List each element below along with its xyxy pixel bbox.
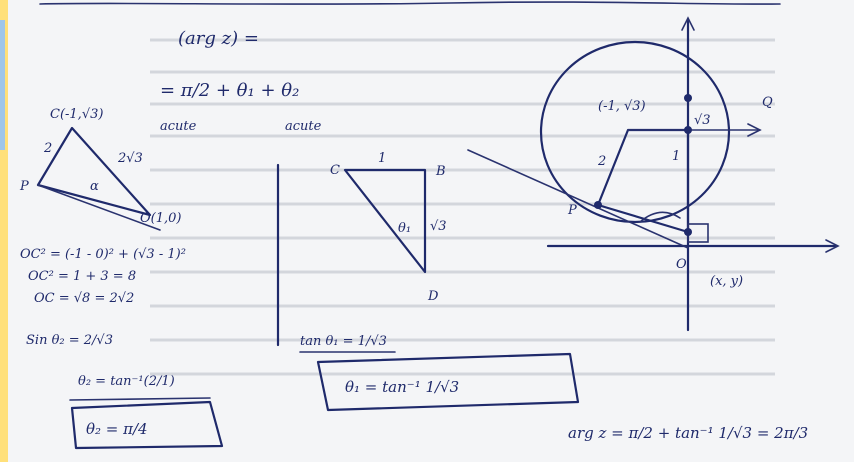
angle-arc [639,211,681,223]
left-point-p: P [19,179,29,194]
right-two: 2 [597,154,606,169]
right-triangle-shape [596,128,690,234]
left-underline [69,397,211,401]
right-o: O [676,257,687,272]
left-final-box [70,400,224,450]
right-p: P [567,203,577,218]
middle-c: C [330,163,340,178]
margin-strip-yellow [0,0,8,462]
middle-r3: √3 [430,219,447,234]
middle-tan: tan θ₁ = 1/√3 [300,334,387,349]
left-eq-5: θ₂ = tan⁻¹(2/1) [78,374,175,389]
x-axis-arrow [825,239,840,253]
margin-strip-blue [0,20,5,150]
left-side-2: 2 [43,141,52,156]
middle-d: D [427,289,439,304]
top-scribble [39,1,781,5]
left-angle-alpha: α [90,179,99,194]
locus-circle [539,40,731,224]
tangent-line [467,149,689,249]
point-dot-2 [684,126,692,134]
left-line-2: acute [160,119,197,134]
left-line-2b: acute [285,119,322,134]
middle-one: 1 [378,151,386,166]
right-r3: √3 [694,113,711,128]
ruled-lines [150,38,775,376]
left-eq-2: OC² = 1 + 3 = 8 [28,269,136,284]
right-one: 1 [672,149,680,164]
right-point: (-1, √3) [598,99,646,114]
middle-theta1: θ₁ [398,221,411,236]
left-point-o: O(1,0) [140,211,181,226]
left-eq-4: Sin θ₂ = 2/√3 [26,333,113,348]
left-side-2r3: 2√3 [117,151,143,166]
left-line-1: = π/2 + θ₁ + θ₂ [160,80,299,101]
left-point-c: C(-1,√3) [50,107,103,122]
left-eq-3: OC = √8 = 2√2 [34,291,134,306]
middle-b: B [435,164,446,179]
left-triangle [36,126,152,217]
left-triangle-extension [37,184,161,231]
y-axis-arrow [681,16,695,31]
left-eq-1: OC² = (-1 - 0)² + (√3 - 1)² [20,247,186,262]
right-xy: (x, y) [710,274,743,289]
middle-theta-box: θ₁ = tan⁻¹ 1/√3 [345,378,459,396]
point-dot-1 [684,94,692,102]
middle-triangle [343,168,427,274]
ray-arrow [747,123,762,137]
middle-box [316,352,580,412]
header-text: (arg z) = [178,28,259,49]
right-q: Q [762,95,773,110]
right-final: arg z = π/2 + tan⁻¹ 1/√3 = 2π/3 [568,424,808,442]
point-dot-p [594,201,602,209]
point-dot-3 [684,228,692,236]
left-eq-6: θ₂ = π/4 [86,420,148,438]
